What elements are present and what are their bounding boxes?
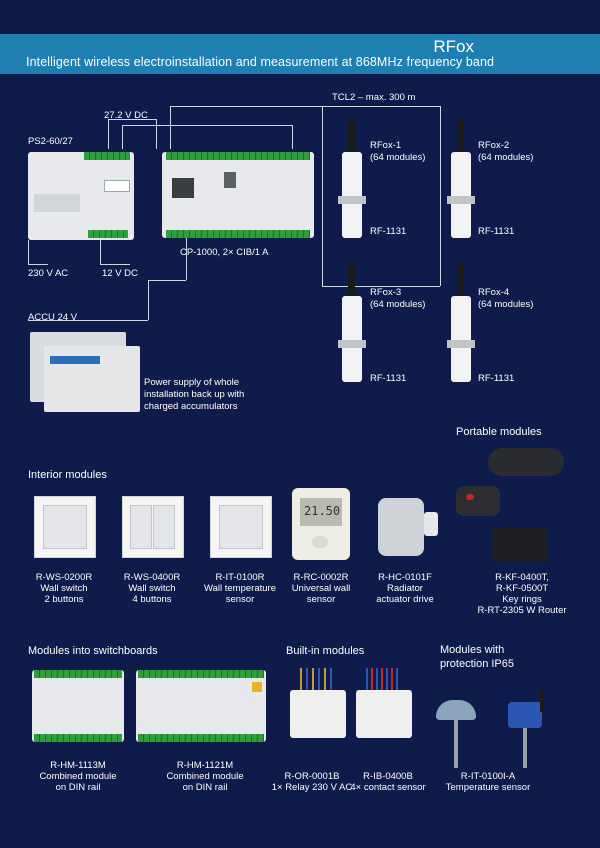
dc-voltage-label: 27.2 V DC bbox=[104, 110, 148, 121]
header-band: RFox Intelligent wireless electroinstall… bbox=[0, 34, 600, 74]
rfox-2-modules: (64 modules) bbox=[478, 152, 534, 163]
switchboard-desc-2a: Combined module bbox=[166, 771, 244, 782]
interior-desc-2b: 4 buttons bbox=[132, 594, 172, 605]
builtin-desc-2: 4× contact sensor bbox=[350, 782, 426, 793]
switchboard-code-1: R-HM-1113M bbox=[50, 760, 106, 771]
rfox-3-unit-code: RF-1131 bbox=[370, 373, 407, 384]
universal-sensor-image: 21.50 bbox=[292, 488, 350, 560]
ip65-heading-2: protection IP65 bbox=[440, 658, 514, 670]
rfox-2-unit-code: RF-1131 bbox=[478, 226, 515, 237]
accu-desc-2: installation back up with bbox=[144, 389, 245, 400]
interior-desc-5b: actuator drive bbox=[376, 594, 434, 605]
portable-caption-1: R-KF-0400T, bbox=[495, 572, 549, 583]
interior-code-2: R-WS-0400R bbox=[123, 572, 181, 583]
interior-desc-4b: sensor bbox=[306, 594, 336, 605]
interior-desc-1b: 2 buttons bbox=[44, 594, 84, 605]
rfox-4-name: RFox-4 bbox=[478, 287, 510, 298]
switchboard-desc-1a: Combined module bbox=[39, 771, 117, 782]
combined-module-1113-image bbox=[32, 670, 124, 742]
switchboard-desc-1b: on DIN rail bbox=[55, 782, 101, 793]
interior-desc-5a: Radiator bbox=[387, 583, 423, 594]
rfox-4-unit-code: RF-1131 bbox=[478, 373, 515, 384]
wall-switch-4-image bbox=[122, 496, 184, 558]
combined-module-1121-image bbox=[136, 670, 266, 742]
rfox-3-name: RFox-3 bbox=[370, 287, 402, 298]
sensor-display-value: 21.50 bbox=[304, 504, 341, 518]
ip65-code: R-IT-0100I-A bbox=[460, 771, 516, 782]
accu-desc-1: Power supply of whole bbox=[144, 377, 240, 388]
accu-desc-3: charged accumulators bbox=[144, 401, 238, 412]
builtin-desc-1: 1× Relay 230 V AC bbox=[271, 782, 353, 793]
rfox-4-modules: (64 modules) bbox=[478, 299, 534, 310]
builtin-code-2: R-IB-0400B bbox=[363, 771, 413, 782]
interior-desc-2a: Wall switch bbox=[128, 583, 176, 594]
builtin-code-1: R-OR-0001B bbox=[284, 771, 340, 782]
portable-caption-3: Key rings bbox=[502, 594, 542, 605]
top-band bbox=[0, 0, 600, 34]
portable-caption-2: R-KF-0500T bbox=[495, 583, 549, 594]
rfox-1-modules: (64 modules) bbox=[370, 152, 426, 163]
page-subtitle: Intelligent wireless electroinstallation… bbox=[26, 55, 495, 69]
interior-desc-3b: sensor bbox=[225, 594, 255, 605]
rfox-1-name: RFox-1 bbox=[370, 140, 402, 151]
rfox-2-name: RFox-2 bbox=[478, 140, 510, 151]
temperature-sensor-image bbox=[210, 496, 272, 558]
interior-code-1: R-WS-0200R bbox=[35, 572, 93, 583]
interior-code-5: R-HC-0101F bbox=[378, 572, 432, 583]
interior-code-3: R-IT-0100R bbox=[215, 572, 265, 583]
switchboard-desc-2b: on DIN rail bbox=[182, 782, 228, 793]
ip65-heading-1: Modules with bbox=[440, 644, 505, 656]
portable-heading: Portable modules bbox=[456, 426, 542, 438]
power-supply-label: PS2-60/27 bbox=[28, 136, 73, 147]
interior-desc-3a: Wall temperature bbox=[204, 583, 276, 594]
interior-desc-1a: Wall switch bbox=[40, 583, 88, 594]
switchboards-heading: Modules into switchboards bbox=[28, 645, 158, 657]
rfox-1-unit-code: RF-1131 bbox=[370, 226, 407, 237]
rfox-3-modules: (64 modules) bbox=[370, 299, 426, 310]
ip65-desc: Temperature sensor bbox=[445, 782, 531, 793]
cp-1000-label: CP-1000, 2× CIB/1 A bbox=[180, 247, 269, 258]
power-supply-image bbox=[28, 152, 134, 240]
dc12-voltage-label: 12 V DC bbox=[102, 268, 138, 279]
switchboard-code-2: R-HM-1121M bbox=[176, 760, 234, 771]
cp-1000-image bbox=[162, 152, 314, 238]
interior-code-4: R-RC-0002R bbox=[293, 572, 349, 583]
portable-caption-4: R-RT-2305 W Router bbox=[477, 605, 567, 616]
accu-label: ACCU 24 V bbox=[28, 312, 78, 323]
page-title: RFox bbox=[433, 37, 474, 56]
wall-switch-2-image bbox=[34, 496, 96, 558]
interior-heading: Interior modules bbox=[28, 469, 107, 481]
interior-desc-4a: Universal wall bbox=[291, 583, 351, 594]
builtin-heading: Built-in modules bbox=[286, 645, 365, 657]
tcl-label: TCL2 – max. 300 m bbox=[332, 92, 416, 103]
ac-voltage-label: 230 V AC bbox=[28, 268, 69, 279]
